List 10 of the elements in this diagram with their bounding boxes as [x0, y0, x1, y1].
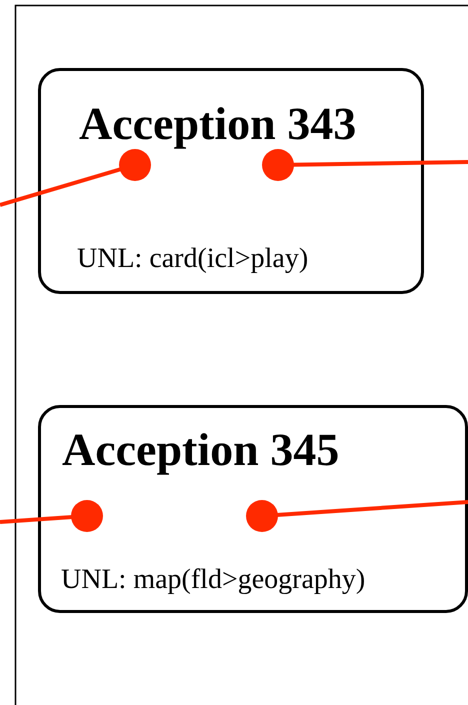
connector-line: [0, 149, 151, 207]
box-heading: Acception 345: [62, 425, 340, 475]
connector-line: [246, 500, 468, 532]
unl-expression: UNL: map(fld>geography): [61, 564, 366, 596]
unl-expression: UNL: card(icl>play): [77, 243, 308, 275]
connector-line: [262, 149, 468, 181]
box-heading: Acception 343: [79, 99, 356, 149]
acception-box: [38, 405, 468, 613]
connector-line: [0, 500, 103, 532]
acception-box: [38, 68, 424, 294]
